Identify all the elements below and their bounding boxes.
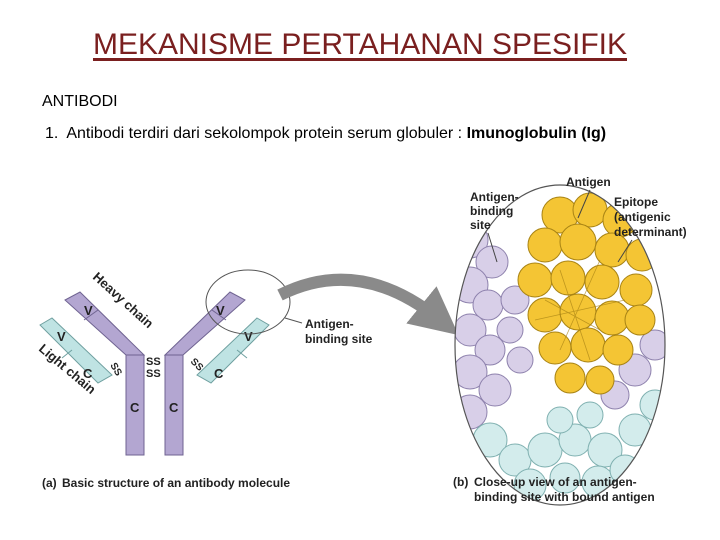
list-item: 1. Antibodi terdiri dari sekolompok prot… [45,125,606,143]
closeup-site-label: Antigen- [470,190,519,204]
binding-site-label: Antigen- [305,317,354,331]
callout-line [284,317,303,324]
closeup-view: Antigen Antigen- binding site Epitope (a… [453,175,687,506]
epitope-label: (antigenic [614,210,671,224]
variable-region-label: V [244,329,253,344]
section-heading: ANTIBODI [42,93,118,110]
constant-region-label: C [130,400,140,415]
heavy-chain-arm-left [64,291,146,356]
binding-site-circle [205,269,291,335]
zoom-arrow [277,273,459,336]
variable-region-label: V [216,303,225,318]
caption-a: Basic structure of an antibody molecule [62,476,290,490]
list-text: Antibodi terdiri dari sekolompok protein… [66,125,467,142]
antibody-structure: V V V V C C C C SS SS SS SS Heavy chain … [36,269,373,490]
variable-region-label: V [57,329,66,344]
caption-b: Close-up view of an antigen- [474,475,637,489]
closeup-site-label: site [470,218,491,232]
caption-b: binding site with bound antigen [474,490,655,504]
constant-region-label: C [214,366,224,381]
epitope-label: determinant) [614,225,687,239]
light-chain-left [39,317,113,384]
constant-region-label: C [83,366,93,381]
disulfide-bond-label: SS [146,368,161,380]
disulfide-bond-label: SS [146,356,161,368]
list-number: 1. [45,125,59,142]
slide-title: MEKANISME PERTAHANAN SPESIFIK [92,28,627,61]
closeup-site-label: binding [470,204,513,218]
caption-letter: (a) [42,476,57,490]
antigen-label: Antigen [566,175,611,189]
binding-site-label: binding site [305,332,373,346]
epitope-label: Epitope [614,195,658,209]
constant-region-label: C [169,400,179,415]
closeup-circle [454,184,666,506]
list-term: Imunoglobulin (Ig) [466,125,607,142]
caption-letter: (b) [453,475,468,489]
variable-region-label: V [84,303,93,318]
